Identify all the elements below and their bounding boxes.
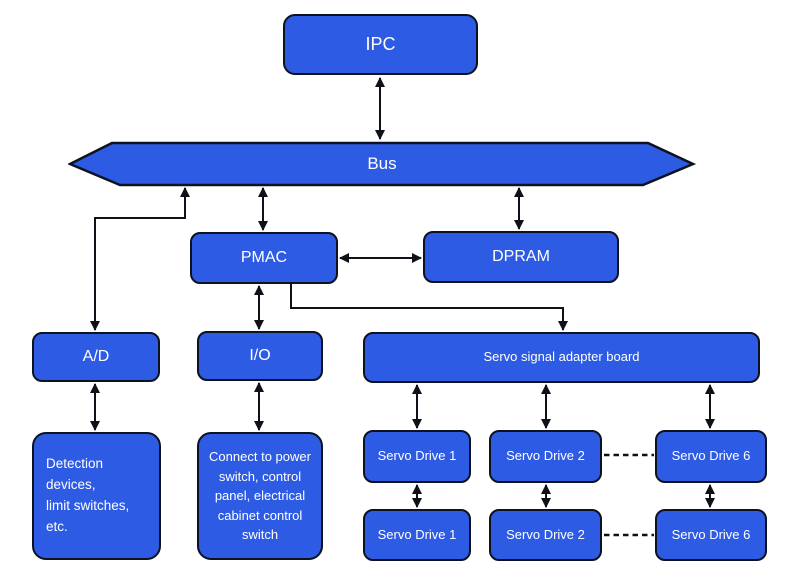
node-bus-label: Bus	[367, 154, 397, 173]
node-bus: Bus	[68, 141, 696, 187]
node-dpram: DPRAM	[423, 231, 619, 283]
node-ipc: IPC	[283, 14, 478, 75]
node-servo-drive-6-top-label: Servo Drive 6	[671, 448, 751, 464]
node-detection-devices: Detection devices, limit switches, etc.	[32, 432, 161, 560]
node-servo-drive-6-bottom-label: Servo Drive 6	[671, 526, 751, 542]
node-servo-drive-2-bottom-label: Servo Drive 2	[506, 526, 585, 542]
node-servo-drive-1-top: Servo Drive 1	[363, 430, 471, 483]
node-servo-drive-6-top: Servo Drive 6	[655, 430, 767, 483]
node-pmac-label: PMAC	[240, 249, 288, 266]
node-detection-devices-label: Detection devices, limit switches, etc.	[46, 456, 130, 534]
node-connect-description-label: Connect to power switch, control panel, …	[209, 449, 311, 543]
node-servo-drive-2-top-label: Servo Drive 2	[506, 448, 585, 464]
node-servo-drive-2-bottom: Servo Drive 2	[489, 509, 602, 561]
node-connect-description: Connect to power switch, control panel, …	[197, 432, 323, 560]
node-ad: A/D	[32, 332, 160, 382]
node-io-label: I/O	[249, 347, 271, 364]
node-servo-drive-1-top-label: Servo Drive 1	[377, 448, 457, 464]
node-servo-drive-1-bottom-label: Servo Drive 1	[377, 526, 457, 542]
node-servo-drive-6-bottom: Servo Drive 6	[655, 509, 767, 561]
connector-pmac-adapter	[290, 284, 568, 331]
node-ipc-label: IPC	[365, 34, 396, 55]
node-dpram-label: DPRAM	[492, 248, 550, 265]
node-io: I/O	[197, 331, 323, 381]
node-servo-adapter-board-label: Servo signal adapter board	[483, 349, 640, 365]
node-servo-drive-2-top: Servo Drive 2	[489, 430, 602, 483]
node-servo-drive-1-bottom: Servo Drive 1	[363, 509, 471, 561]
node-servo-adapter-board: Servo signal adapter board	[363, 332, 760, 383]
connector-bus-ad	[90, 187, 190, 331]
node-pmac: PMAC	[190, 232, 338, 284]
node-ad-label: A/D	[82, 348, 110, 365]
bus-hexagon-shape	[68, 141, 696, 187]
